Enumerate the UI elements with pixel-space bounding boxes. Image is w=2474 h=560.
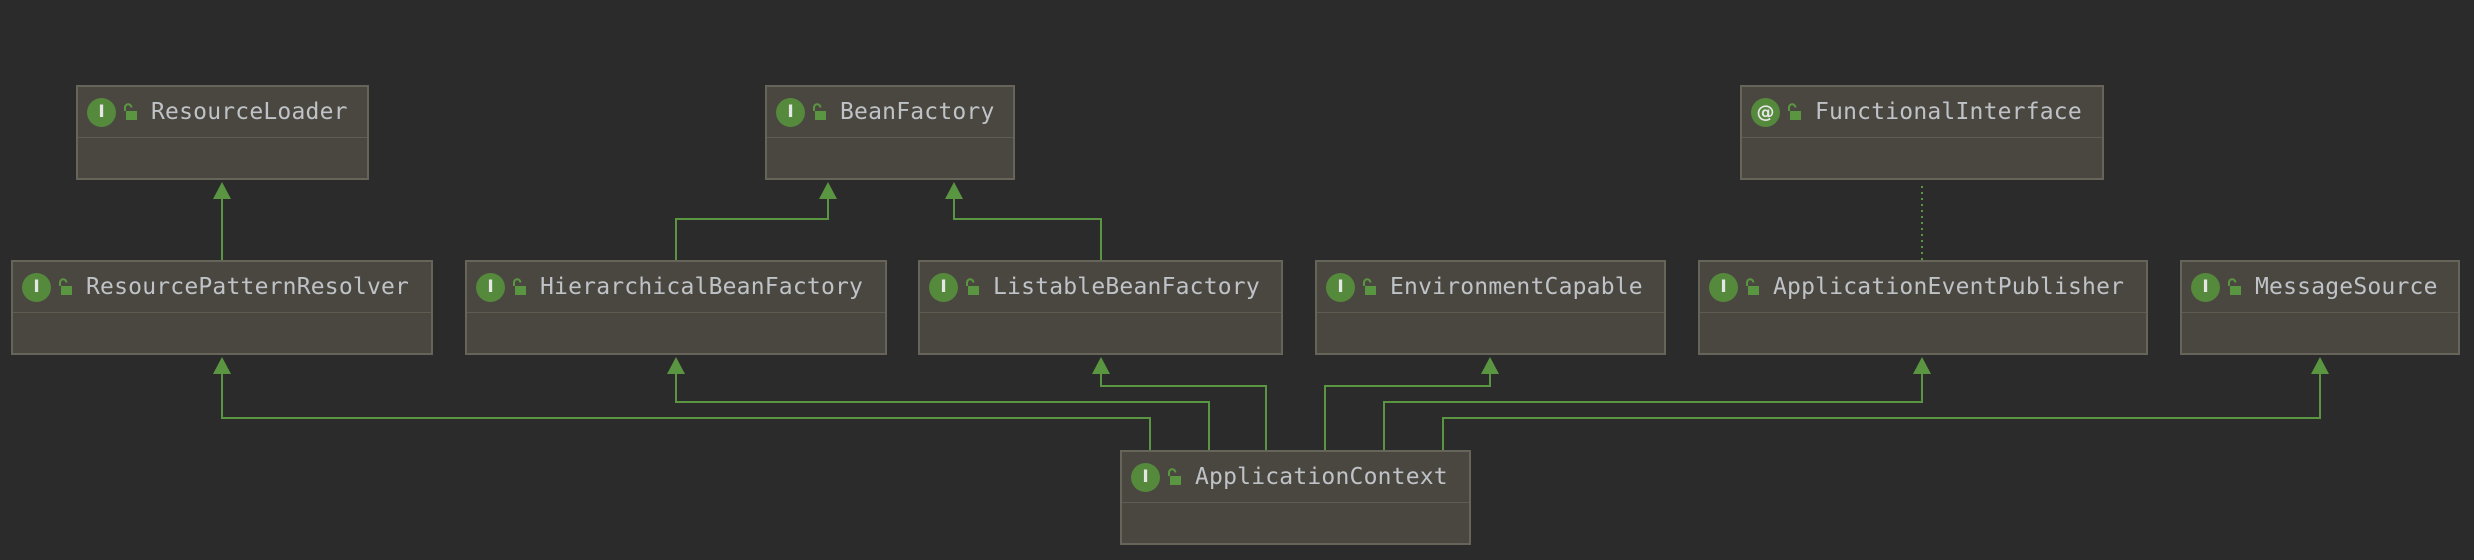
class-node-members <box>2182 313 2458 354</box>
unlocked-padlock-icon <box>59 278 72 295</box>
arrowhead-icon <box>1913 357 1931 374</box>
class-node-header: I ListableBeanFactory <box>920 262 1281 313</box>
class-node-members <box>767 138 1013 179</box>
unlocked-padlock-icon <box>124 103 137 120</box>
class-node-header: I EnvironmentCapable <box>1317 262 1664 313</box>
class-node-hierarchical-bean-factory[interactable]: I HierarchicalBeanFactory <box>465 260 887 355</box>
edge-resource-pattern-resolver-to-resource-loader <box>213 182 231 260</box>
unlocked-padlock-icon <box>513 278 526 295</box>
class-node-header: I HierarchicalBeanFactory <box>467 262 885 313</box>
unlocked-padlock-icon <box>1363 278 1376 295</box>
interface-i-icon: I <box>1131 462 1160 492</box>
unlocked-padlock-icon <box>1746 278 1759 295</box>
annotation-at-icon: @ <box>1751 97 1780 127</box>
unlocked-padlock-icon <box>1168 468 1181 485</box>
unlocked-padlock-icon <box>966 278 979 295</box>
class-node-resource-loader[interactable]: I ResourceLoader <box>76 85 369 180</box>
edge-line <box>1100 372 1267 450</box>
class-node-members <box>1317 313 1664 354</box>
edge-application-context-to-hierarchical-bean-factory <box>667 357 1210 450</box>
interface-i-icon: I <box>1326 272 1355 302</box>
class-node-resource-pattern-resolver[interactable]: I ResourcePatternResolver <box>11 260 433 355</box>
arrowhead-icon <box>819 182 837 199</box>
class-node-application-context[interactable]: I ApplicationContext <box>1120 450 1471 545</box>
class-node-header: I BeanFactory <box>767 87 1013 138</box>
interface-i-icon: I <box>776 97 805 127</box>
class-node-header: I MessageSource <box>2182 262 2458 313</box>
class-node-members <box>920 313 1281 354</box>
edge-line <box>675 197 829 260</box>
class-node-bean-factory[interactable]: I BeanFactory <box>765 85 1015 180</box>
class-node-header: I ResourceLoader <box>78 87 367 138</box>
edge-line <box>1383 372 1923 450</box>
class-node-members <box>1742 138 2102 179</box>
arrowhead-icon <box>1092 357 1110 374</box>
edge-application-context-to-environment-capable <box>1324 357 1499 450</box>
class-node-message-source[interactable]: I MessageSource <box>2180 260 2460 355</box>
arrowhead-icon <box>2311 357 2329 374</box>
unlocked-padlock-icon <box>813 103 826 120</box>
class-node-members <box>1700 313 2146 354</box>
interface-i-icon: I <box>22 272 51 302</box>
class-node-members <box>1122 503 1469 544</box>
interface-i-icon: I <box>2191 272 2220 302</box>
class-name: ApplicationEventPublisher <box>1773 274 2125 300</box>
edge-line <box>1442 372 2321 450</box>
interface-i-icon: I <box>476 272 505 302</box>
edge-application-context-to-application-event-publisher <box>1383 357 1931 450</box>
class-name: HierarchicalBeanFactory <box>540 274 864 300</box>
class-name: MessageSource <box>2255 274 2438 300</box>
class-name: BeanFactory <box>840 99 995 125</box>
class-node-environment-capable[interactable]: I EnvironmentCapable <box>1315 260 1666 355</box>
class-node-members <box>467 313 885 354</box>
class-name: FunctionalInterface <box>1815 99 2082 125</box>
unlocked-padlock-icon <box>2228 278 2241 295</box>
class-node-members <box>78 138 367 179</box>
arrowhead-icon <box>945 182 963 199</box>
edge-line <box>675 372 1210 450</box>
edge-line <box>1324 372 1491 450</box>
arrowhead-icon <box>667 357 685 374</box>
unlocked-padlock-icon <box>1788 103 1801 120</box>
class-node-header: @ FunctionalInterface <box>1742 87 2102 138</box>
class-name: ApplicationContext <box>1195 464 1448 490</box>
class-name: ListableBeanFactory <box>993 274 1260 300</box>
interface-i-icon: I <box>87 97 116 127</box>
class-node-listable-bean-factory[interactable]: I ListableBeanFactory <box>918 260 1283 355</box>
edge-application-context-to-resource-pattern-resolver <box>213 357 1151 450</box>
interface-i-icon: I <box>1709 272 1738 302</box>
edge-hierarchical-bean-factory-to-bean-factory <box>675 182 837 260</box>
class-node-functional-interface[interactable]: @ FunctionalInterface <box>1740 85 2104 180</box>
arrowhead-icon <box>213 182 231 199</box>
arrowhead-icon <box>1481 357 1499 374</box>
arrowhead-icon <box>213 357 231 374</box>
edge-application-context-to-listable-bean-factory <box>1092 357 1267 450</box>
class-node-header: I ApplicationEventPublisher <box>1700 262 2146 313</box>
class-node-application-event-publisher[interactable]: I ApplicationEventPublisher <box>1698 260 2148 355</box>
class-name: ResourceLoader <box>151 99 348 125</box>
edge-application-context-to-message-source <box>1442 357 2329 450</box>
class-name: ResourcePatternResolver <box>86 274 410 300</box>
class-node-header: I ApplicationContext <box>1122 452 1469 503</box>
class-node-header: I ResourcePatternResolver <box>13 262 431 313</box>
interface-i-icon: I <box>929 272 958 302</box>
edge-listable-bean-factory-to-bean-factory <box>945 182 1102 260</box>
class-name: EnvironmentCapable <box>1390 274 1643 300</box>
class-node-members <box>13 313 431 354</box>
edge-line <box>953 197 1102 260</box>
edge-line <box>221 372 1151 450</box>
